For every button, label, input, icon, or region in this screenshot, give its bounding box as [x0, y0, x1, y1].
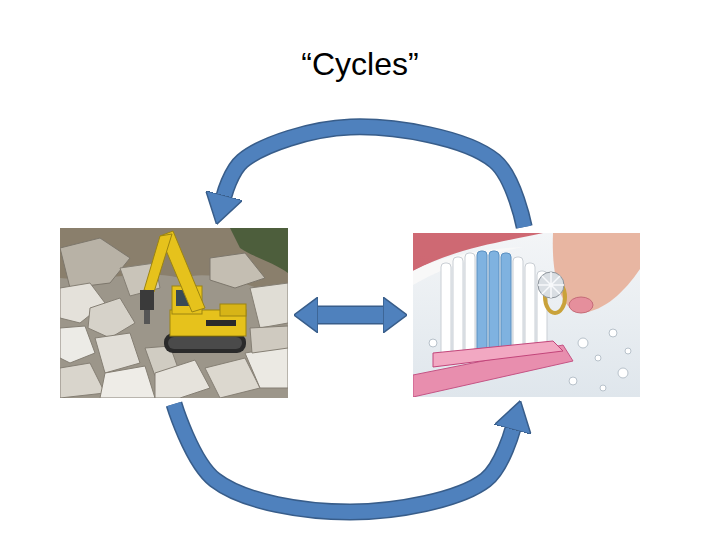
photo-node	[60, 228, 288, 398]
quarry-photo	[60, 228, 288, 398]
diagram-title: “Cycles”	[0, 44, 720, 84]
cycle-arrow	[317, 307, 384, 323]
ring-cleaning-photo	[413, 233, 640, 397]
cycle-arrow	[224, 127, 524, 227]
arrow-outline	[317, 306, 384, 325]
arrow-outline	[174, 404, 513, 512]
photo-node	[413, 233, 640, 397]
arrow-outline	[224, 127, 524, 227]
cycle-arrow	[174, 404, 513, 512]
